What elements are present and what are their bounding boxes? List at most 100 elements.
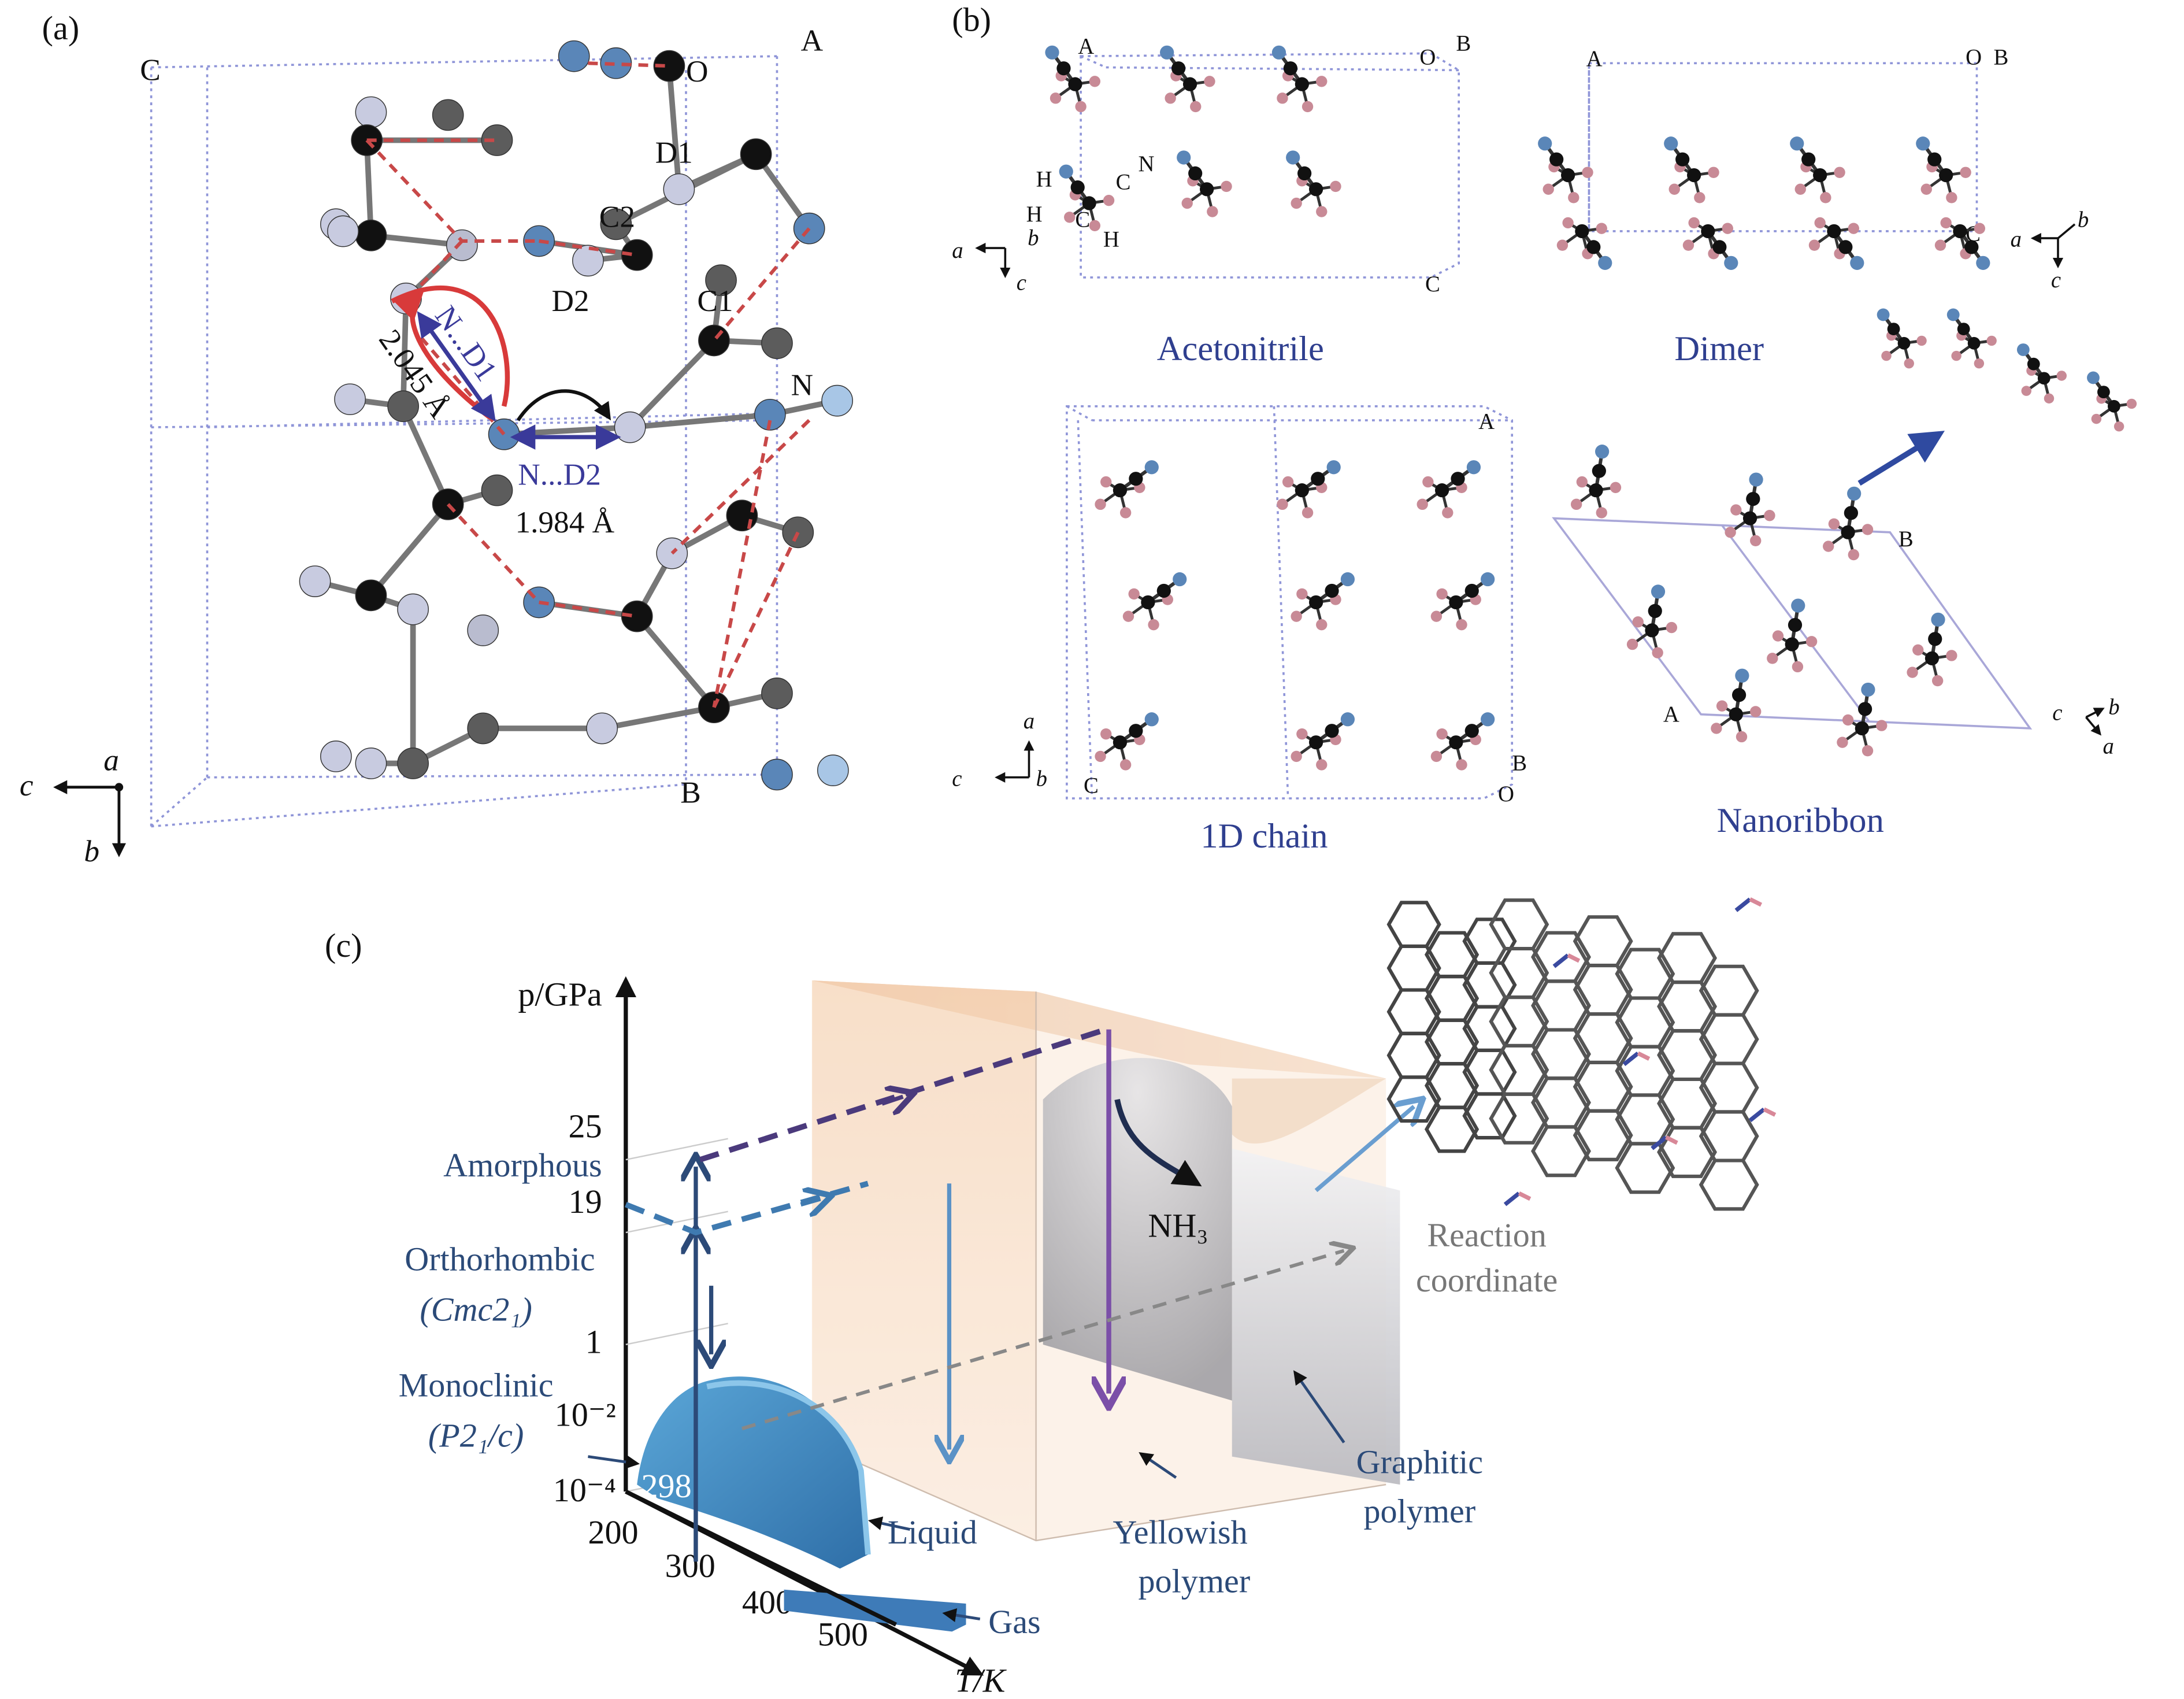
hydrogen-bond [1665, 1135, 1678, 1145]
hydrogen-atom [1805, 636, 1818, 647]
hexagon-ring [1424, 931, 1480, 979]
carbon-atom [1325, 724, 1339, 738]
nitrogen-atom [1735, 668, 1749, 683]
hexagon-ring [1573, 964, 1633, 1016]
hydrogen-atom [1436, 728, 1448, 740]
black-curved-arrow [516, 389, 611, 421]
hydrogen-atom [1848, 549, 1859, 561]
hydrogen-atom [1542, 183, 1554, 195]
hydrogen-atom [2021, 386, 2031, 396]
nitrogen-atom [1160, 45, 1174, 60]
hexagon-ring [1573, 1060, 1633, 1113]
carbon-atom [1957, 323, 1970, 336]
hydrogen-atom [1050, 92, 1062, 104]
axes-indicator: a b c [952, 225, 1039, 295]
panel-a: (a) A O C B D1 C2 D2 C1 N N...D1 2.045 Å… [20, 9, 853, 868]
atom [397, 747, 429, 779]
bond [666, 65, 682, 190]
atom [705, 264, 737, 297]
carbon-atom [1308, 735, 1323, 750]
carbon-atom [1068, 77, 1082, 91]
hydrogen-atom [1430, 750, 1443, 762]
nitrogen-atom [1045, 45, 1059, 60]
hydrogen-atom [1568, 192, 1579, 203]
bond [401, 405, 451, 506]
carbon-atom [1897, 336, 1911, 350]
nitrogen-atom [1340, 712, 1355, 727]
hydrogen-atom [1436, 588, 1448, 600]
hexagon-ring [1489, 1043, 1549, 1096]
atom-label-D2: D2 [551, 284, 589, 318]
x-tick-300: 300 [665, 1547, 715, 1585]
axis-c: c [952, 766, 962, 791]
hydrogen-atom [1946, 650, 1957, 661]
hydrogen-atom [1848, 223, 1859, 234]
carbon-atom [1648, 604, 1662, 618]
hydrogen-atom [1960, 166, 1971, 178]
hydrogen-atom [1119, 507, 1132, 519]
hydrogen-atom [1688, 217, 1700, 229]
corner-O: O [1498, 782, 1514, 806]
nitrogen-atom [1144, 460, 1159, 475]
hydrogen-atom [1876, 720, 1888, 731]
nitrogen-atom [1173, 572, 1187, 587]
panel-c: (c) p/GPa 25 19 1 10⁻² 10⁻⁴ 200 300 400 [325, 897, 1777, 1699]
hexagon-ring [1531, 931, 1591, 983]
carbon-atom [1182, 77, 1197, 91]
hydrogen-atom [2113, 421, 2124, 432]
x-tick-500: 500 [818, 1616, 868, 1653]
hydrogen-atom [1596, 223, 1607, 234]
hydrogen-atom [1912, 644, 1924, 656]
nitrogen-bond [1651, 1135, 1667, 1150]
nitrogen-atom [1877, 308, 1890, 321]
hydrogen-atom [1814, 217, 1826, 229]
hydrogen-atom [1430, 610, 1443, 622]
atom [821, 384, 853, 417]
hydrogen-atom [1064, 212, 1076, 223]
carbon-atom [1813, 168, 1827, 183]
hexagon-ring [1573, 1012, 1633, 1064]
carbon-atom [1967, 336, 1981, 350]
nitrogen-atom [1340, 572, 1355, 587]
axis-c: c [2051, 268, 2061, 293]
corner-label-A: A [801, 24, 824, 58]
carbon-atom [1434, 483, 1449, 498]
carbon-atom [1712, 240, 1727, 254]
hydrogen-atom [1750, 535, 1762, 547]
atom [754, 398, 786, 431]
carbon-atom [1953, 224, 1967, 239]
acetonitrile-title: Acetonitrile [1157, 330, 1324, 368]
hexagon-ring [1462, 961, 1517, 1009]
hydrogen-atom [1862, 524, 1874, 535]
hexagon-ring [1699, 1013, 1759, 1065]
atom [698, 691, 730, 723]
carbon-atom [1082, 196, 1096, 210]
hexagon-ring [1386, 1031, 1441, 1079]
hydrogen-atom [1277, 92, 1288, 104]
carbon-atom [1592, 464, 1606, 478]
hydrogen-atom [2126, 398, 2137, 409]
phase-diagram-axes: p/GPa 25 19 1 10⁻² 10⁻⁴ 200 300 400 500 … [518, 976, 1007, 1699]
hydrogen-atom [1708, 166, 1719, 178]
hydrogen-atom [1291, 610, 1302, 622]
atom [327, 215, 359, 247]
nitrogen-atom [1724, 256, 1738, 270]
atom [653, 50, 685, 82]
carbon-atom [1855, 721, 1869, 736]
atom [782, 516, 814, 549]
bond [538, 599, 637, 619]
carbon-atom [1070, 180, 1085, 195]
carbon-atom [1687, 168, 1701, 183]
amorphous-label: Amorphous [443, 1146, 602, 1184]
hydrogen-bond [1763, 1107, 1777, 1117]
nitrogen-atom [1976, 256, 1990, 270]
carbon-atom [1858, 702, 1872, 716]
carbon-atom [1113, 735, 1128, 750]
atom [481, 124, 513, 156]
carbon-atom [1844, 506, 1859, 520]
hydrogen-atom [1986, 335, 1997, 346]
bond [628, 338, 716, 430]
hexagon-ring [1657, 932, 1717, 984]
carbon-atom [1283, 61, 1298, 76]
hydrogen-atom [1190, 101, 1202, 113]
